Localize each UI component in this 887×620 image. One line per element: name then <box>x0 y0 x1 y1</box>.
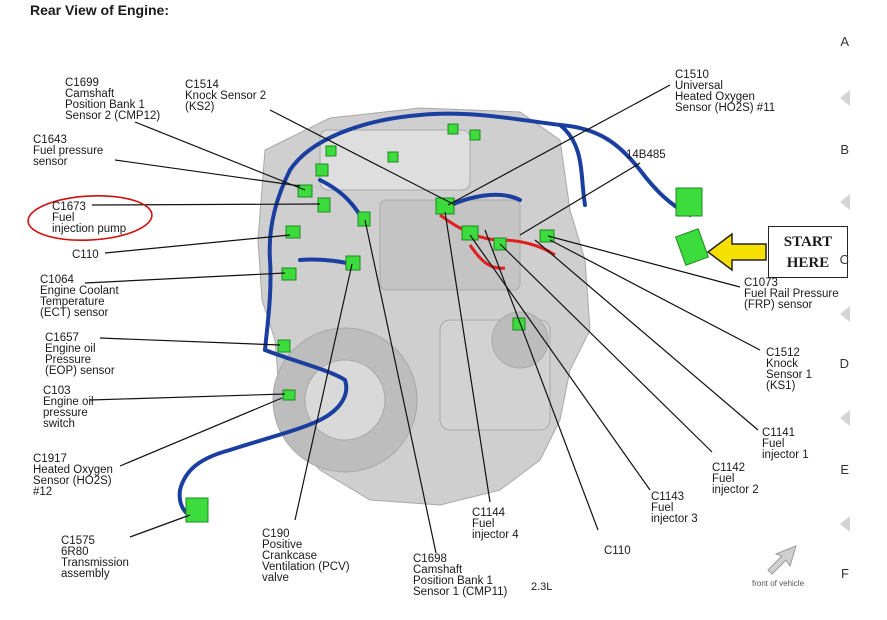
label-c1143: C1143 Fuel injector 3 <box>651 491 698 525</box>
edge-letter-e[interactable]: E <box>840 462 849 477</box>
label-c1073: C1073 Fuel Rail Pressure (FRP) sensor <box>744 277 839 311</box>
label-c1142: C1142 Fuel injector 2 <box>712 462 759 496</box>
label-c110-top: C110 <box>72 249 99 261</box>
leader-lines <box>84 84 761 554</box>
start-here-box: START HERE <box>768 226 848 278</box>
front-of-vehicle-label: front of vehicle <box>752 579 805 588</box>
edge-letter-d[interactable]: D <box>839 356 849 371</box>
edge-letter-b[interactable]: B <box>840 142 849 157</box>
label-c190: C190 Positive Crankcase Ventilation (PCV… <box>262 528 350 584</box>
label-c1144: C1144 Fuel injector 4 <box>472 507 519 541</box>
label-c1064: C1064 Engine Coolant Temperature (ECT) s… <box>40 274 119 319</box>
highlight-circle <box>27 194 153 242</box>
label-c1510: C1510 Universal Heated Oxygen Sensor (HO… <box>675 69 776 114</box>
label-c1673: C1673 Fuel injection pump <box>52 201 127 235</box>
front-of-vehicle-icon <box>767 545 797 575</box>
start-arrow-icon <box>706 232 767 272</box>
edge-letter-f[interactable]: F <box>841 566 849 581</box>
label-c1514: C1514 Knock Sensor 2 (KS2) <box>185 79 267 113</box>
label-c1141: C1141 Fuel injector 1 <box>762 427 809 461</box>
edge-letter-a[interactable]: A <box>840 34 849 49</box>
connectors <box>185 123 710 523</box>
label-c103: C103 Engine oil pressure switch <box>43 385 94 430</box>
engine-block <box>257 107 591 506</box>
side-chevrons <box>840 90 850 532</box>
label-14b485: 14B485 <box>626 149 666 161</box>
edge-letter-c[interactable]: C <box>839 252 849 267</box>
label-c1657: C1657 Engine oil Pressure (EOP) sensor <box>45 332 115 377</box>
label-c1643: C1643 Fuel pressure sensor <box>33 134 104 168</box>
label-c1699: C1699 Camshaft Position Bank 1 Sensor 2 … <box>65 77 161 122</box>
label-c110-bottom: C110 <box>604 545 631 557</box>
engine-version: 2.3L <box>531 581 553 593</box>
page-title: Rear View of Engine: <box>30 2 169 18</box>
label-c1917: C1917 Heated Oxygen Sensor (HO2S) #12 <box>33 453 113 498</box>
label-c1512: C1512 Knock Sensor 1 (KS1) <box>766 347 813 392</box>
label-c1698: C1698 Camshaft Position Bank 1 Sensor 1 … <box>413 553 508 598</box>
label-c1575: C1575 6R80 Transmission assembly <box>61 535 129 580</box>
